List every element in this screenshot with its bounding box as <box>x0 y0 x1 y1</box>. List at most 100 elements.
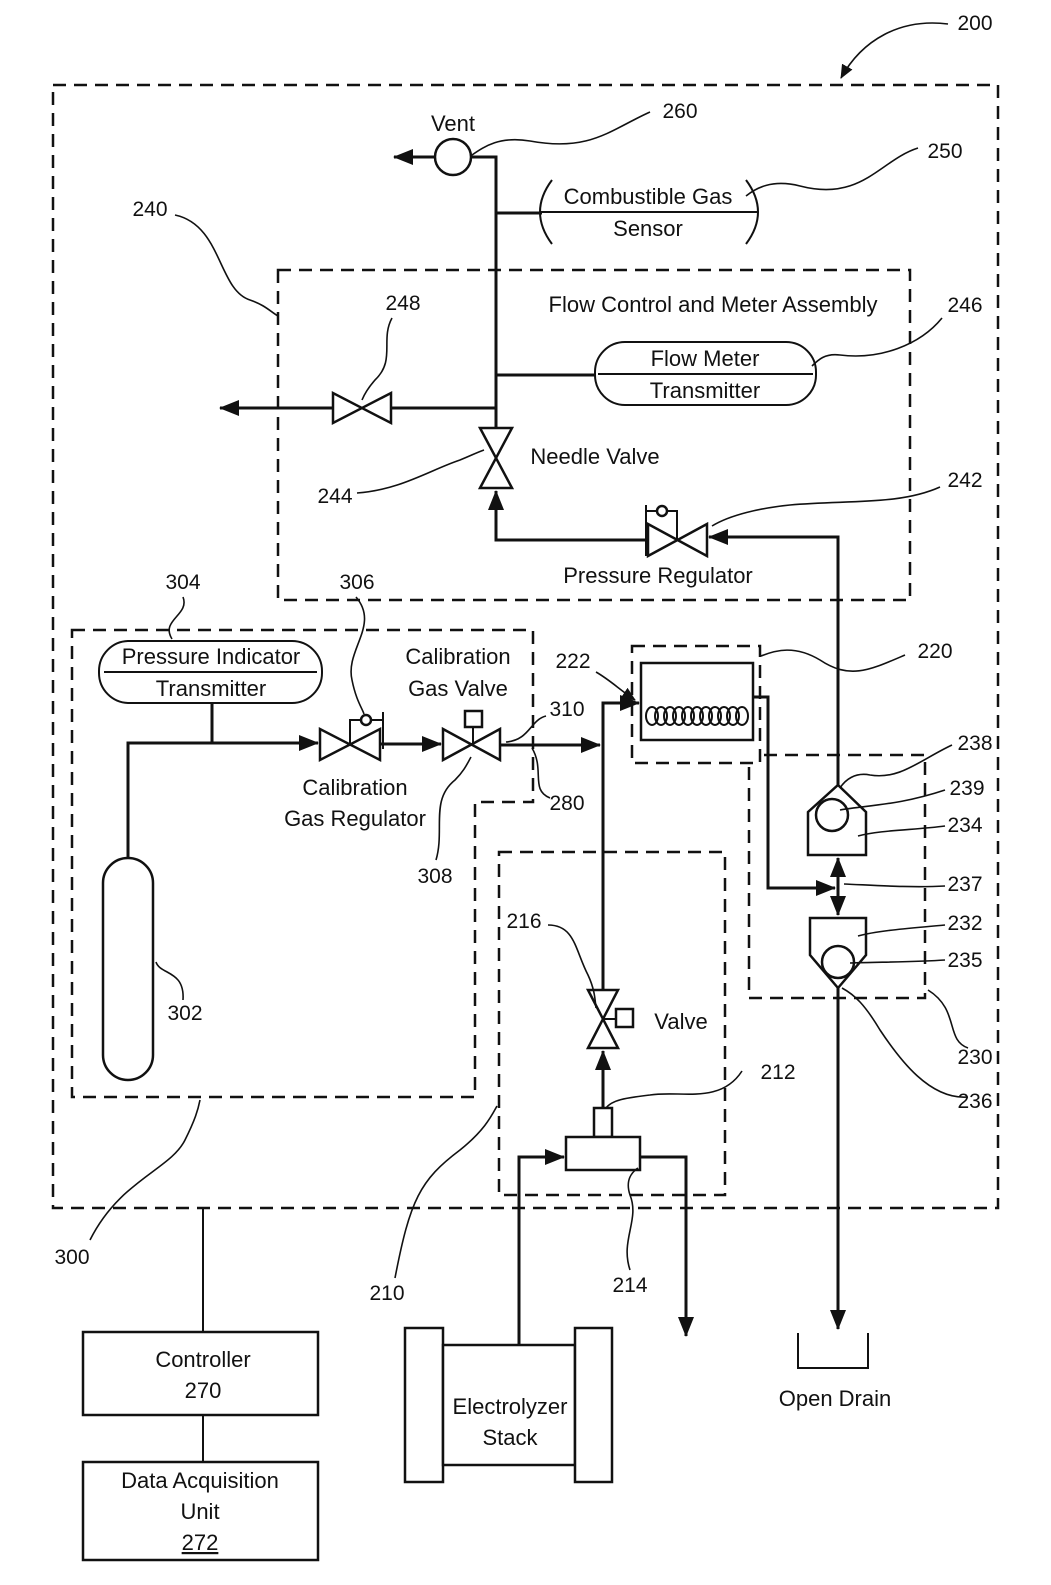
flow-control-assembly-title: Flow Control and Meter Assembly <box>549 292 878 317</box>
leader-212 <box>606 1071 742 1108</box>
coil-outlet-arrow <box>753 697 835 888</box>
leader-230 <box>928 990 968 1048</box>
ref-304: 304 <box>165 571 200 594</box>
leader-232 <box>858 925 945 936</box>
ref-212: 212 <box>760 1061 795 1084</box>
ref-216: 216 <box>506 910 541 933</box>
ref-240: 240 <box>132 198 167 221</box>
calibration-valve-label-line2: Gas Valve <box>408 676 508 701</box>
calibration-regulator-dome <box>361 715 371 725</box>
ref-302: 302 <box>167 1002 202 1025</box>
leader-306 <box>351 597 364 714</box>
flow-control-assembly-boundary <box>278 270 910 600</box>
ref-238: 238 <box>957 732 992 755</box>
leader-210 <box>395 1106 497 1278</box>
calibration-gas-regulator <box>320 712 383 760</box>
pressure-regulator-dome <box>657 506 667 516</box>
leader-240 <box>175 215 278 316</box>
needle-valve-inlet-arrow <box>496 491 648 540</box>
sensor-label-line2: Sensor <box>613 216 683 241</box>
ref-306: 306 <box>339 571 374 594</box>
calibration-valve-actuator <box>465 711 482 727</box>
electrolyzer-label-line2: Stack <box>482 1425 538 1450</box>
main-vertical-pipe <box>471 157 496 428</box>
vent-label: Vent <box>431 111 475 136</box>
stack-left-plate <box>405 1328 443 1482</box>
leader-234 <box>858 826 945 836</box>
ref-242: 242 <box>947 469 982 492</box>
stack-outlet-arrow <box>519 1157 564 1345</box>
ref-220: 220 <box>917 640 952 663</box>
ref-310: 310 <box>549 698 584 721</box>
leader-216 <box>548 925 596 1008</box>
leader-260 <box>472 112 650 155</box>
electrolyzer-label-line1: Electrolyzer <box>453 1394 568 1419</box>
calibration-gas-cylinder <box>103 858 153 1080</box>
leader-304 <box>169 597 184 639</box>
leader-308 <box>436 757 471 860</box>
controller-ref: 270 <box>185 1378 222 1403</box>
leader-220 <box>761 650 905 671</box>
ref-239: 239 <box>949 777 984 800</box>
flow-meter-label-line1: Flow Meter <box>651 346 760 371</box>
pressure-indicator-label-line1: Pressure Indicator <box>122 644 301 669</box>
flow-meter-label-line2: Transmitter <box>650 378 760 403</box>
ref-248: 248 <box>385 292 420 315</box>
stack-right-plate <box>575 1328 612 1482</box>
ref-236: 236 <box>957 1090 992 1113</box>
leader-238 <box>840 745 952 788</box>
cylinder-outlet-arrow <box>128 743 318 858</box>
controller-label: Controller <box>155 1347 250 1372</box>
sample-riser-arrow <box>603 703 639 990</box>
ref-246: 246 <box>947 294 982 317</box>
vent-symbol <box>435 139 471 175</box>
ref-235: 235 <box>947 949 982 972</box>
leader-235 <box>850 960 945 963</box>
ref-250: 250 <box>927 140 962 163</box>
calibration-regulator-label-line2: Gas Regulator <box>284 806 426 831</box>
ref-280: 280 <box>549 792 584 815</box>
leader-236 <box>842 988 968 1097</box>
leader-200 <box>841 23 948 78</box>
leader-242 <box>712 487 940 526</box>
ref-230: 230 <box>957 1046 992 1069</box>
ref-244: 244 <box>317 485 352 508</box>
calibration-valve-label-line1: Calibration <box>405 644 510 669</box>
ref-308: 308 <box>417 865 452 888</box>
ref-232: 232 <box>947 912 982 935</box>
ref-260: 260 <box>662 100 697 123</box>
leader-222 <box>596 672 635 700</box>
tee-outlet-arrow <box>640 1157 686 1336</box>
leader-244 <box>357 450 484 493</box>
data-acquisition-label-line1: Data Acquisition <box>121 1468 279 1493</box>
leader-310 <box>506 716 546 742</box>
data-acquisition-label-line2: Unit <box>180 1499 219 1524</box>
tee-stub <box>594 1108 612 1137</box>
sensor-label-line1: Combustible Gas <box>564 184 733 209</box>
open-drain-label: Open Drain <box>779 1386 892 1411</box>
tee-body <box>566 1137 640 1170</box>
calibration-regulator-label-line1: Calibration <box>302 775 407 800</box>
ref-214: 214 <box>612 1274 647 1297</box>
leader-214 <box>627 1168 638 1270</box>
ref-237: 237 <box>947 873 982 896</box>
needle-valve-label: Needle Valve <box>530 444 659 469</box>
lower-ball-235 <box>822 946 854 978</box>
upper-ball-239 <box>816 799 848 831</box>
tee-212 <box>566 1108 640 1170</box>
leader-302 <box>156 962 183 1000</box>
leader-250 <box>746 148 918 196</box>
ref-300: 300 <box>54 1246 89 1269</box>
ref-200: 200 <box>957 12 992 35</box>
ref-222: 222 <box>555 650 590 673</box>
leader-300 <box>90 1100 200 1240</box>
open-drain-symbol <box>798 1333 868 1368</box>
calibration-gas-valve <box>443 711 500 760</box>
valve-248-symbol <box>333 393 391 423</box>
valve-216-label: Valve <box>654 1009 707 1034</box>
leader-237 <box>844 884 945 887</box>
leader-239 <box>840 790 945 810</box>
pressure-indicator-label-line2: Transmitter <box>156 676 266 701</box>
leader-246 <box>812 318 942 366</box>
